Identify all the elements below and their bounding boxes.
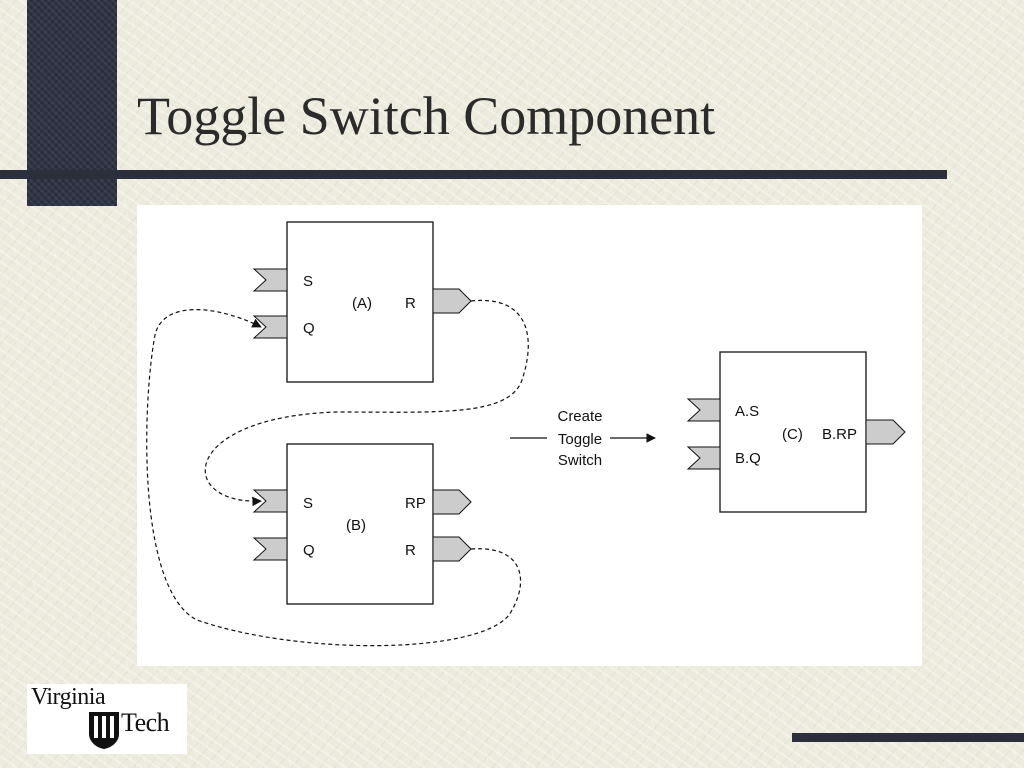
component-c-port-as-label: A.S <box>735 403 759 420</box>
component-b-port-rp-label: RP <box>405 495 426 512</box>
component-b-port-q <box>252 537 288 561</box>
logo-line-1: Virginia <box>31 684 106 710</box>
arrow-label-line-2: Toggle <box>558 431 602 448</box>
title-rule <box>0 170 947 179</box>
diagram-panel: S Q R (A) S Q RP R (B) Create Toggle Swi… <box>137 205 922 666</box>
component-c-label: (C) <box>782 426 803 443</box>
component-c-port-bq <box>686 446 721 470</box>
arrow-label-line-1: Create <box>557 408 602 425</box>
component-b-label: (B) <box>346 517 366 534</box>
logo-line-2: Tech <box>121 708 170 737</box>
component-b-port-r-label: R <box>405 542 416 559</box>
component-a-box <box>286 221 434 383</box>
virginia-tech-logo: Virginia Tech <box>27 684 187 754</box>
component-b-box <box>286 443 434 605</box>
wire-b-r-to-a-q <box>146 309 522 647</box>
component-c-port-brp-label: B.RP <box>822 426 857 443</box>
component-b-port-rp <box>432 489 472 515</box>
component-b-port-q-label: Q <box>303 542 315 559</box>
component-a: S Q R (A) <box>252 221 472 383</box>
page-title: Toggle Switch Component <box>137 86 716 146</box>
component-b: S Q RP R (B) <box>252 443 472 605</box>
component-a-port-s <box>252 268 288 292</box>
arrow-label-line-3: Switch <box>558 452 602 469</box>
component-a-port-q <box>252 315 288 339</box>
component-a-port-s-label: S <box>303 273 313 290</box>
component-c-port-bq-label: B.Q <box>735 450 761 467</box>
component-c-port-brp <box>865 419 906 445</box>
component-c-box <box>719 351 867 513</box>
component-b-port-s-label: S <box>303 495 313 512</box>
diagram-svg: S Q R (A) S Q RP R (B) Create Toggle Swi… <box>146 221 906 647</box>
component-b-port-s <box>252 489 288 513</box>
component-a-port-r-label: R <box>405 295 416 312</box>
component-a-port-q-label: Q <box>303 320 315 337</box>
component-c: A.S B.Q B.RP (C) <box>686 351 906 513</box>
component-c-port-as <box>686 398 721 422</box>
component-b-port-r <box>432 536 472 562</box>
component-a-label: (A) <box>352 295 372 312</box>
wire-a-r-to-b-s <box>204 299 529 507</box>
shield-logo-icon <box>89 712 119 749</box>
component-a-port-r <box>432 288 472 314</box>
bottom-rule <box>792 733 1024 742</box>
